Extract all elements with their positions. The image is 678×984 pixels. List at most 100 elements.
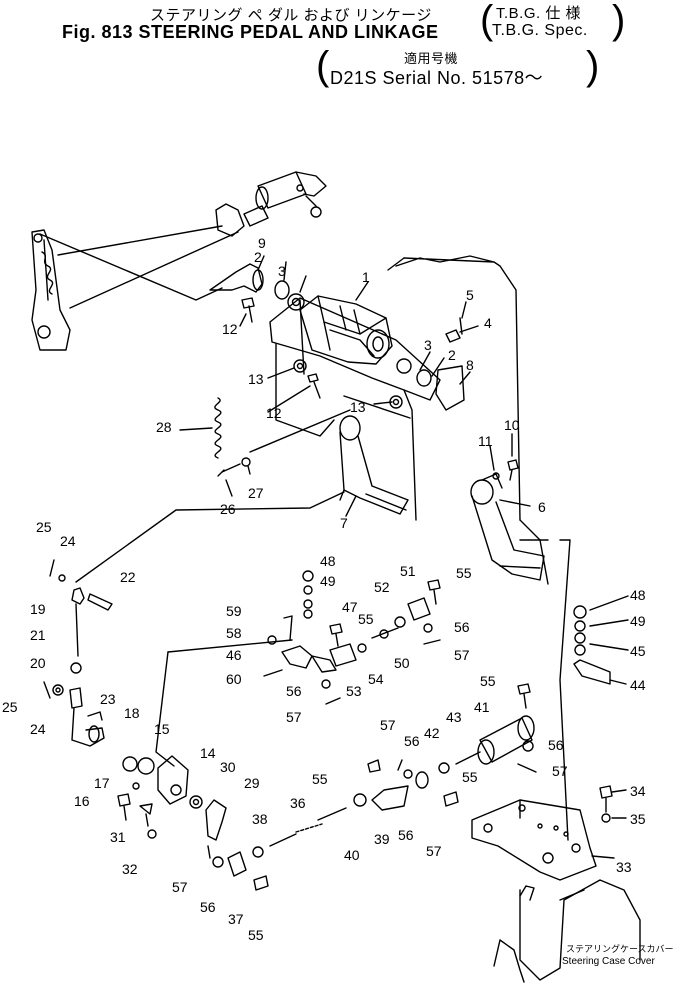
cover-label-english: Steering Case Cover	[562, 956, 655, 967]
part-label-19: 19	[30, 601, 46, 617]
part-label-51: 51	[400, 563, 416, 579]
part-label-55: 55	[462, 769, 478, 785]
part-label-56: 56	[286, 683, 302, 699]
spec-japanese: T.B.G. 仕 様	[496, 5, 582, 22]
linkage-line-left	[75, 491, 345, 583]
cover-label-japanese: ステアリングケースカバー	[566, 944, 674, 954]
title-japanese: ステアリング ペ ダル および リンケージ	[150, 7, 432, 24]
part-label-28: 28	[156, 419, 172, 435]
part-label-46: 46	[226, 647, 242, 663]
part-label-50: 50	[394, 655, 410, 671]
part-label-48: 48	[320, 553, 336, 569]
part-label-33: 33	[616, 859, 632, 875]
part-label-48: 48	[630, 587, 646, 603]
part-label-11: 11	[478, 433, 493, 449]
part-label-60: 60	[226, 671, 242, 687]
part-label-7: 7	[340, 515, 348, 531]
top-left-lever-assembly	[31, 229, 71, 351]
part-46-arm	[281, 645, 313, 669]
part-label-13: 13	[248, 371, 264, 387]
part-label-57: 57	[172, 879, 188, 895]
part-label-35: 35	[630, 811, 646, 827]
part-label-29: 29	[244, 775, 260, 791]
part-label-40: 40	[344, 847, 360, 863]
part-label-37: 37	[228, 911, 244, 927]
part-label-57: 57	[454, 647, 470, 663]
part-label-25: 25	[36, 519, 52, 535]
part-label-39: 39	[374, 831, 390, 847]
serial-english: D21S Serial No. 51578～	[330, 68, 544, 88]
part-19-rod	[69, 587, 105, 747]
part-label-52: 52	[374, 579, 390, 595]
part-label-21: 21	[30, 627, 46, 643]
part-label-59: 59	[226, 603, 242, 619]
part-label-47: 47	[342, 599, 358, 615]
part-label-22: 22	[120, 569, 136, 585]
part-label-12: 12	[222, 321, 238, 337]
control-rod-lower	[69, 231, 239, 309]
part-label-26: 26	[220, 501, 236, 517]
part-label-24: 24	[60, 533, 76, 549]
title-english: Fig. 813 STEERING PEDAL AND LINKAGE	[62, 22, 439, 42]
paren-left-icon: (	[480, 0, 494, 42]
part-label-55: 55	[456, 565, 472, 581]
part-label-56: 56	[548, 737, 564, 753]
spec-english: T.B.G. Spec.	[492, 22, 588, 39]
part-44-arm	[573, 659, 611, 685]
part-label-30: 30	[220, 759, 236, 775]
part-label-16: 16	[74, 793, 90, 809]
part-label-3: 3	[424, 337, 432, 353]
part-label-12: 12	[266, 405, 282, 421]
paren-right-icon: )	[612, 0, 626, 42]
part-label-42: 42	[424, 725, 440, 741]
control-rod-upper	[57, 225, 223, 256]
part-number-labels: 1 2 2 3 3 4 5 6 7 8 9 10 11 12 12 13 13 …	[2, 235, 646, 943]
part-label-56: 56	[454, 619, 470, 635]
part-6-pedal	[470, 473, 545, 581]
part-label-24: 24	[30, 721, 46, 737]
part-label-55: 55	[358, 611, 374, 627]
part-label-31: 31	[110, 829, 126, 845]
part-label-45: 45	[630, 643, 646, 659]
part-label-2: 2	[448, 347, 456, 363]
part-label-23: 23	[100, 691, 116, 707]
part-label-10: 10	[504, 417, 520, 433]
part-label-34: 34	[630, 783, 646, 799]
part-label-44: 44	[630, 677, 646, 693]
part-label-56: 56	[404, 733, 420, 749]
part-label-57: 57	[380, 717, 396, 733]
part-label-43: 43	[446, 709, 462, 725]
part-label-6: 6	[538, 499, 546, 515]
steering-case-cover	[493, 879, 641, 983]
washer-2	[274, 280, 290, 300]
part-label-55: 55	[312, 771, 328, 787]
case-outline	[395, 255, 521, 521]
part-label-38: 38	[252, 811, 268, 827]
part-label-57: 57	[286, 709, 302, 725]
part-label-57: 57	[552, 763, 568, 779]
part-label-57: 57	[426, 843, 442, 859]
part-label-9: 9	[258, 235, 266, 251]
part-label-54: 54	[368, 671, 384, 687]
part-label-8: 8	[466, 357, 474, 373]
part-label-17: 17	[94, 775, 110, 791]
part-label-55: 55	[480, 673, 496, 689]
part-33-cover-plate	[471, 799, 597, 881]
part-label-41: 41	[474, 699, 490, 715]
part-label-32: 32	[122, 861, 138, 877]
paren-right-icon: )	[586, 44, 600, 88]
part-29-joint	[205, 799, 227, 841]
part-label-49: 49	[320, 573, 336, 589]
part-39-clevis	[371, 785, 409, 811]
part-label-25: 25	[2, 699, 18, 715]
part-label-27: 27	[248, 485, 264, 501]
part-14-lever	[157, 755, 189, 805]
part-37-clevis	[227, 851, 247, 877]
paren-left-icon: (	[316, 44, 330, 88]
part-label-5: 5	[466, 287, 474, 303]
spring-28	[214, 397, 222, 459]
part-label-1: 1	[362, 269, 370, 285]
part-label-4: 4	[484, 315, 492, 331]
part-7-pedal	[339, 415, 409, 515]
